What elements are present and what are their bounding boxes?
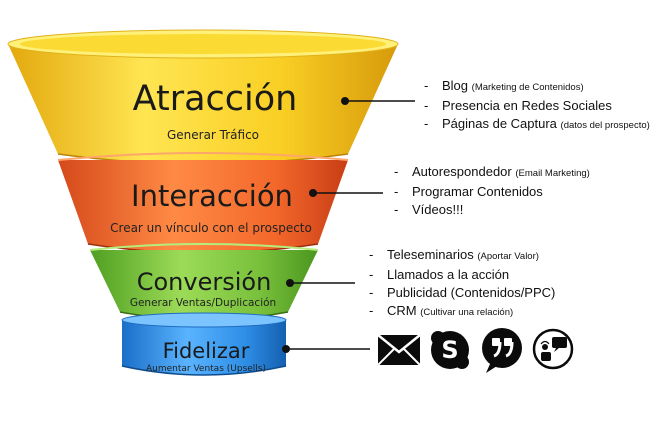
bullet-dash: - bbox=[394, 202, 399, 217]
bullet-dash: - bbox=[369, 267, 374, 282]
list-item: -Vídeos!!! bbox=[394, 201, 590, 219]
connector-fidelizar bbox=[282, 345, 370, 353]
list-item: -Autorespondedor (Email Marketing) bbox=[394, 163, 590, 183]
list-item: -Publicidad (Contenidos/PPC) bbox=[369, 284, 555, 302]
list-item-text: Teleseminarios bbox=[387, 247, 474, 262]
list-item-text: Autorespondedor bbox=[412, 164, 512, 179]
stage-title-interaccion: Interacción bbox=[131, 179, 293, 213]
list-item-note: (Email Marketing) bbox=[515, 168, 590, 179]
list-item: -Teleseminarios (Aportar Valor) bbox=[369, 246, 555, 266]
list-item-note: (Aportar Valor) bbox=[477, 251, 539, 262]
list-item-text: Vídeos!!! bbox=[412, 202, 464, 217]
bullet-dash: - bbox=[424, 116, 429, 131]
bullet-dash: - bbox=[369, 285, 374, 300]
list-item-note: (datos del prospecto) bbox=[560, 120, 650, 131]
support-agent-icon bbox=[532, 328, 574, 370]
list-item-text: CRM bbox=[387, 303, 417, 318]
envelope-icon bbox=[377, 334, 421, 366]
list-item-text: Páginas de Captura bbox=[442, 116, 557, 131]
stage-atraccion bbox=[7, 29, 399, 165]
connector-interaccion bbox=[309, 189, 383, 197]
list-item: -Llamados a la acción bbox=[369, 266, 555, 284]
bullet-dash: - bbox=[424, 78, 429, 93]
list-interaccion: -Autorespondedor (Email Marketing)-Progr… bbox=[394, 163, 590, 219]
quote-bubble-icon bbox=[482, 328, 522, 373]
stage-subtitle-interaccion: Crear un vínculo con el prospecto bbox=[110, 221, 312, 235]
stage-subtitle-atraccion: Generar Tráfico bbox=[167, 128, 259, 142]
list-item-text: Programar Contenidos bbox=[412, 184, 543, 199]
connector-conversion bbox=[286, 279, 355, 287]
bullet-dash: - bbox=[424, 98, 429, 113]
list-item-text: Publicidad (Contenidos/PPC) bbox=[387, 285, 556, 300]
stage-fidelizar bbox=[121, 312, 287, 376]
bullet-dash: - bbox=[394, 184, 399, 199]
stage-subtitle-conversion: Generar Ventas/Duplicación bbox=[130, 297, 276, 309]
list-item-text: Presencia en Redes Sociales bbox=[442, 98, 612, 113]
bullet-dash: - bbox=[369, 247, 374, 262]
bullet-dash: - bbox=[369, 303, 374, 318]
stage-title-atraccion: Atracción bbox=[133, 79, 298, 119]
list-atraccion: -Blog (Marketing de Contenidos)-Presenci… bbox=[424, 77, 650, 135]
list-item: -Páginas de Captura (datos del prospecto… bbox=[424, 115, 650, 135]
list-item-text: Llamados a la acción bbox=[387, 267, 510, 282]
stage-title-fidelizar: Fidelizar bbox=[163, 339, 250, 363]
list-item: -Presencia en Redes Sociales bbox=[424, 97, 650, 115]
list-item-note: (Cultivar una relación) bbox=[420, 307, 514, 318]
connector-atraccion bbox=[341, 97, 415, 105]
list-conversion: -Teleseminarios (Aportar Valor)-Llamados… bbox=[369, 246, 555, 322]
svg-text:S: S bbox=[441, 336, 458, 364]
stage-subtitle-fidelizar: Aumentar Ventas (Upsells) bbox=[146, 364, 266, 374]
bullet-dash: - bbox=[394, 164, 399, 179]
list-item: -Programar Contenidos bbox=[394, 183, 590, 201]
skype-icon: S bbox=[431, 331, 469, 369]
list-item: -CRM (Cultivar una relación) bbox=[369, 302, 555, 322]
list-item-note: (Marketing de Contenidos) bbox=[471, 82, 584, 93]
list-item-text: Blog bbox=[442, 78, 469, 93]
stage-title-conversion: Conversión bbox=[137, 268, 272, 296]
list-item: -Blog (Marketing de Contenidos) bbox=[424, 77, 650, 97]
